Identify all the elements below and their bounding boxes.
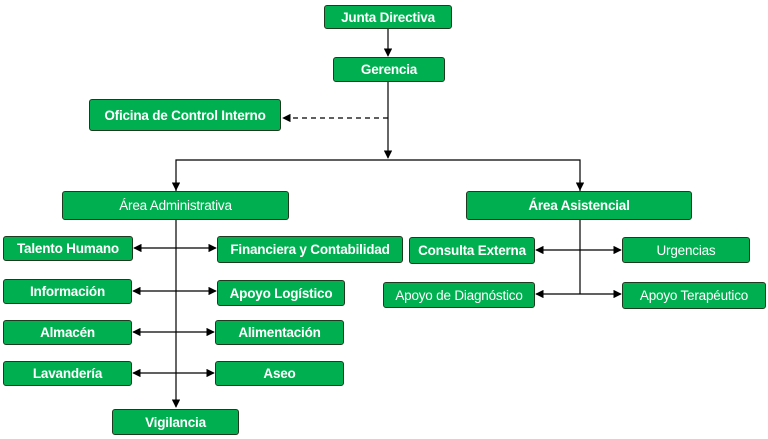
line-split — [175, 159, 581, 191]
node-junta-directiva: Junta Directiva — [324, 5, 452, 29]
node-alimentacion: Alimentación — [215, 320, 344, 345]
node-gerencia: Gerencia — [333, 57, 445, 82]
node-talento-humano: Talento Humano — [3, 236, 133, 261]
node-apoyo-terapeutico: Apoyo Terapéutico — [622, 282, 766, 309]
node-area-asistencial: Área Asistencial — [466, 191, 692, 220]
node-urgencias: Urgencias — [622, 237, 750, 263]
node-informacion: Información — [3, 279, 132, 304]
node-financiera: Financiera y Contabilidad — [217, 236, 403, 263]
node-apoyo-diagnostico: Apoyo de Diagnóstico — [383, 282, 535, 308]
node-lavanderia: Lavandería — [3, 361, 132, 386]
node-control-interno: Oficina de Control Interno — [89, 99, 281, 131]
node-aseo: Aseo — [215, 361, 344, 386]
node-consulta-externa: Consulta Externa — [409, 237, 535, 264]
node-apoyo-logistico: Apoyo Logístico — [217, 280, 345, 306]
node-almacen: Almacén — [3, 320, 132, 345]
node-area-administrativa: Área Administrativa — [62, 191, 289, 220]
node-vigilancia: Vigilancia — [112, 409, 239, 435]
